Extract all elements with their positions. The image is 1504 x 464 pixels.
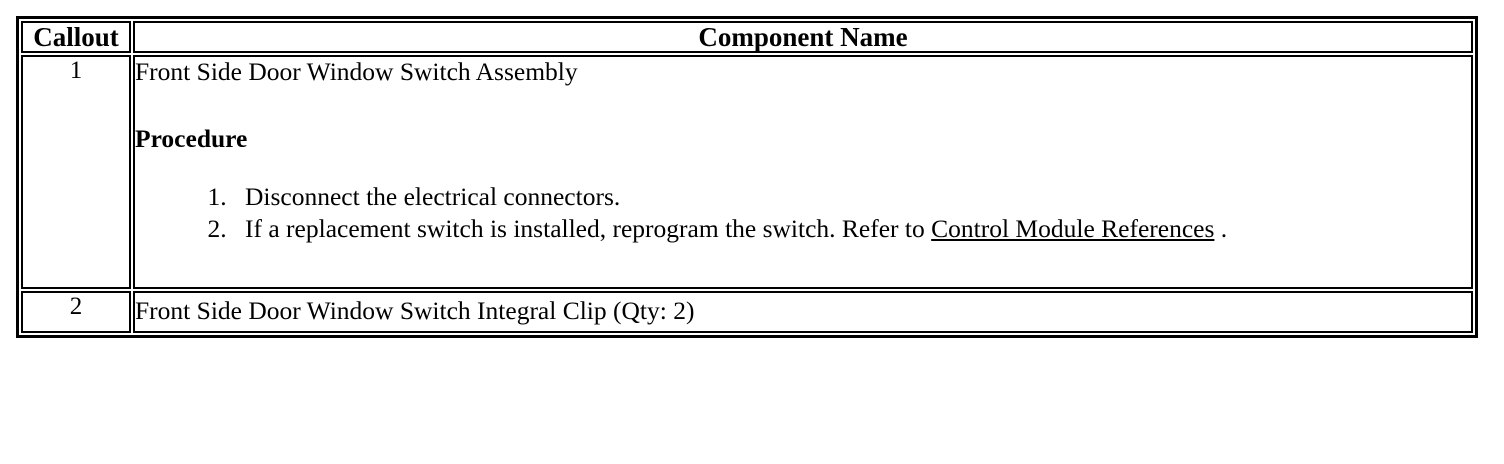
vertical-spacer xyxy=(135,88,1471,124)
step-text-2-before: If a replacement switch is installed, re… xyxy=(245,213,932,243)
procedure-step-list: Disconnect the electrical connectors. If… xyxy=(135,181,1471,245)
table-header: Callout Component Name xyxy=(21,21,1473,54)
component-callout-table: Callout Component Name 1 Front Side Door… xyxy=(16,16,1478,338)
step-text-2-after: . xyxy=(1214,213,1228,243)
callout-number-2: 2 xyxy=(21,291,131,333)
callout-number-1: 1 xyxy=(21,55,131,290)
component-detail-cell-1: Front Side Door Window Switch Assembly P… xyxy=(133,55,1473,290)
table-header-row: Callout Component Name xyxy=(21,21,1473,54)
step-text-1: Disconnect the electrical connectors. xyxy=(245,181,621,211)
table-row: 1 Front Side Door Window Switch Assembly… xyxy=(21,55,1473,290)
component-detail-cell-2: Front Side Door Window Switch Integral C… xyxy=(133,291,1473,333)
vertical-spacer xyxy=(135,155,1471,181)
component-title-1: Front Side Door Window Switch Assembly xyxy=(135,57,578,87)
component-title-2: Front Side Door Window Switch Integral C… xyxy=(135,296,695,326)
table-body: 1 Front Side Door Window Switch Assembly… xyxy=(21,55,1473,333)
procedure-heading: Procedure xyxy=(135,123,248,153)
table-row: 2 Front Side Door Window Switch Integral… xyxy=(21,291,1473,333)
vertical-spacer xyxy=(135,245,1471,287)
procedure-step-2: If a replacement switch is installed, re… xyxy=(233,213,1471,244)
column-header-component-name: Component Name xyxy=(133,21,1473,54)
procedure-step-1: Disconnect the electrical connectors. xyxy=(233,181,1471,212)
column-header-callout: Callout xyxy=(21,21,131,54)
control-module-references-link[interactable]: Control Module References xyxy=(931,213,1215,243)
